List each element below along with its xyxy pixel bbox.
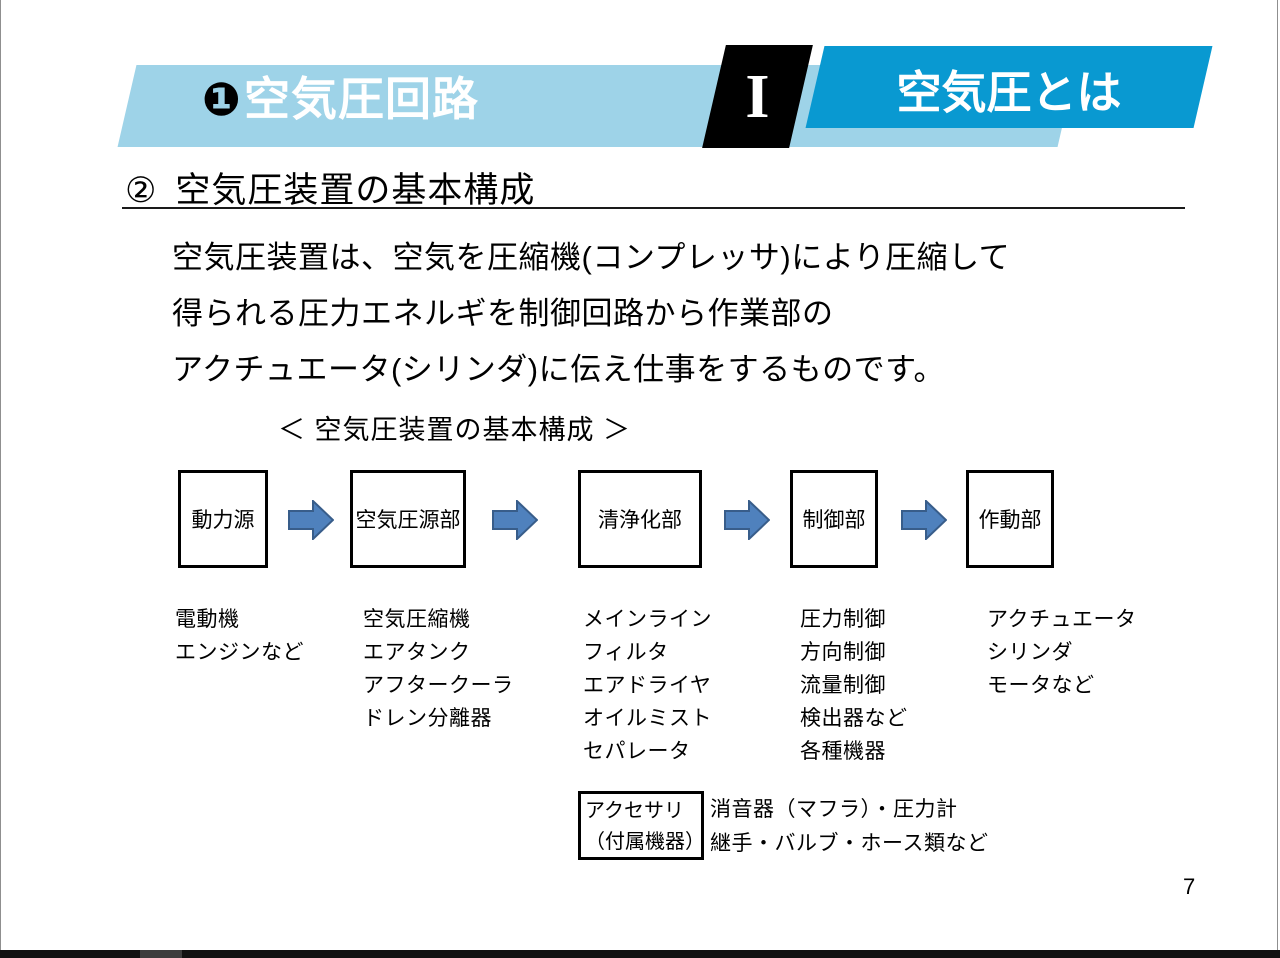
body-line: 空気圧装置は、空気を圧縮機(コンプレッサ)により圧縮して xyxy=(172,240,1011,275)
list-item: フィルタ xyxy=(583,641,669,664)
right-arrow-shape xyxy=(901,500,947,540)
flow-box-actuation: 作動部 xyxy=(966,470,1054,568)
accessory-label-line: （付属機器） xyxy=(585,831,705,853)
list-item: 流量制御 xyxy=(800,674,886,697)
page-title: ② 空気圧装置の基本構成 xyxy=(125,162,535,213)
list-item: エンジンなど xyxy=(175,641,304,664)
flow-box-air-pressure-source: 空気圧源部 xyxy=(350,470,466,568)
list-item: 検出器など xyxy=(800,707,908,730)
list-item: 方向制御 xyxy=(800,641,886,664)
accessory-desc-line: 継手・バルブ・ホース類など xyxy=(710,832,989,855)
accessory-desc-line: 消音器（マフラ）・圧力計 xyxy=(710,798,958,821)
page-title-number: ② xyxy=(125,171,158,210)
section-title: 空気圧とは xyxy=(896,67,1122,118)
accessory-description: 消音器（マフラ）・圧力計 継手・バルブ・ホース類など xyxy=(710,793,988,861)
list-item: モータなど xyxy=(987,674,1095,697)
list-item: 各種機器 xyxy=(800,740,886,763)
list-item: アフタークーラ xyxy=(363,674,514,697)
title-underline xyxy=(122,207,1185,209)
body-paragraph: 空気圧装置は、空気を圧縮機(コンプレッサ)により圧縮して 得られる圧力エネルギを… xyxy=(172,230,1010,398)
item-list-actuation: アクチュエータ シリンダ モータなど xyxy=(987,603,1136,702)
right-arrow-icon xyxy=(724,500,770,540)
flow-box-purification: 清浄化部 xyxy=(578,470,702,568)
item-list-power-source: 電動機 エンジンなど xyxy=(175,603,304,669)
chapter-number-badge: ❶ xyxy=(202,73,242,125)
chapter-title-label: 空気圧回路 xyxy=(243,73,479,125)
list-item: アクチュエータ xyxy=(987,608,1137,631)
list-item: セパレータ xyxy=(583,740,691,763)
accessory-box: アクセサリ （付属機器） xyxy=(578,791,705,860)
flow-box-power-source: 動力源 xyxy=(178,470,268,568)
page-number: 7 xyxy=(1183,874,1196,899)
list-item: ドレン分離器 xyxy=(363,707,492,730)
right-arrow-icon xyxy=(492,500,538,540)
right-arrow-icon xyxy=(288,500,334,540)
page-title-text: 空気圧装置の基本構成 xyxy=(175,171,536,210)
right-arrow-shape xyxy=(492,500,538,540)
right-arrow-shape xyxy=(288,500,334,540)
right-border-line xyxy=(1277,0,1278,958)
diagram-caption: ＜ 空気圧装置の基本構成 ＞ xyxy=(278,415,632,445)
list-item: オイルミスト xyxy=(583,707,712,730)
list-item: シリンダ xyxy=(987,641,1073,664)
list-item: 圧力制御 xyxy=(800,608,886,631)
body-line: 得られる圧力エネルギを制御回路から作業部の xyxy=(172,296,834,331)
item-list-air-pressure-source: 空気圧縮機 エアタンク アフタークーラ ドレン分離器 xyxy=(363,603,514,735)
list-item: メインライン xyxy=(583,608,712,631)
list-item: エアドライヤ xyxy=(583,674,712,697)
bottom-bar xyxy=(0,950,1280,958)
left-border-line xyxy=(0,0,1,958)
bottom-bar-segment xyxy=(140,950,182,958)
body-line: アクチュエータ(シリンダ)に伝え仕事をするものです。 xyxy=(172,352,945,387)
list-item: 空気圧縮機 xyxy=(363,608,471,631)
list-item: 電動機 xyxy=(175,608,240,631)
chapter-title: ❶空気圧回路 xyxy=(202,70,479,128)
right-arrow-shape xyxy=(724,500,770,540)
right-arrow-icon xyxy=(901,500,947,540)
item-list-purification: メインライン フィルタ エアドライヤ オイルミスト セパレータ xyxy=(583,603,712,768)
accessory-label-line: アクセサリ xyxy=(585,800,684,822)
section-marker-label: I xyxy=(745,63,770,131)
list-item: エアタンク xyxy=(363,641,471,664)
item-list-control: 圧力制御 方向制御 流量制御 検出器など 各種機器 xyxy=(800,603,908,768)
flow-box-control: 制御部 xyxy=(790,470,878,568)
